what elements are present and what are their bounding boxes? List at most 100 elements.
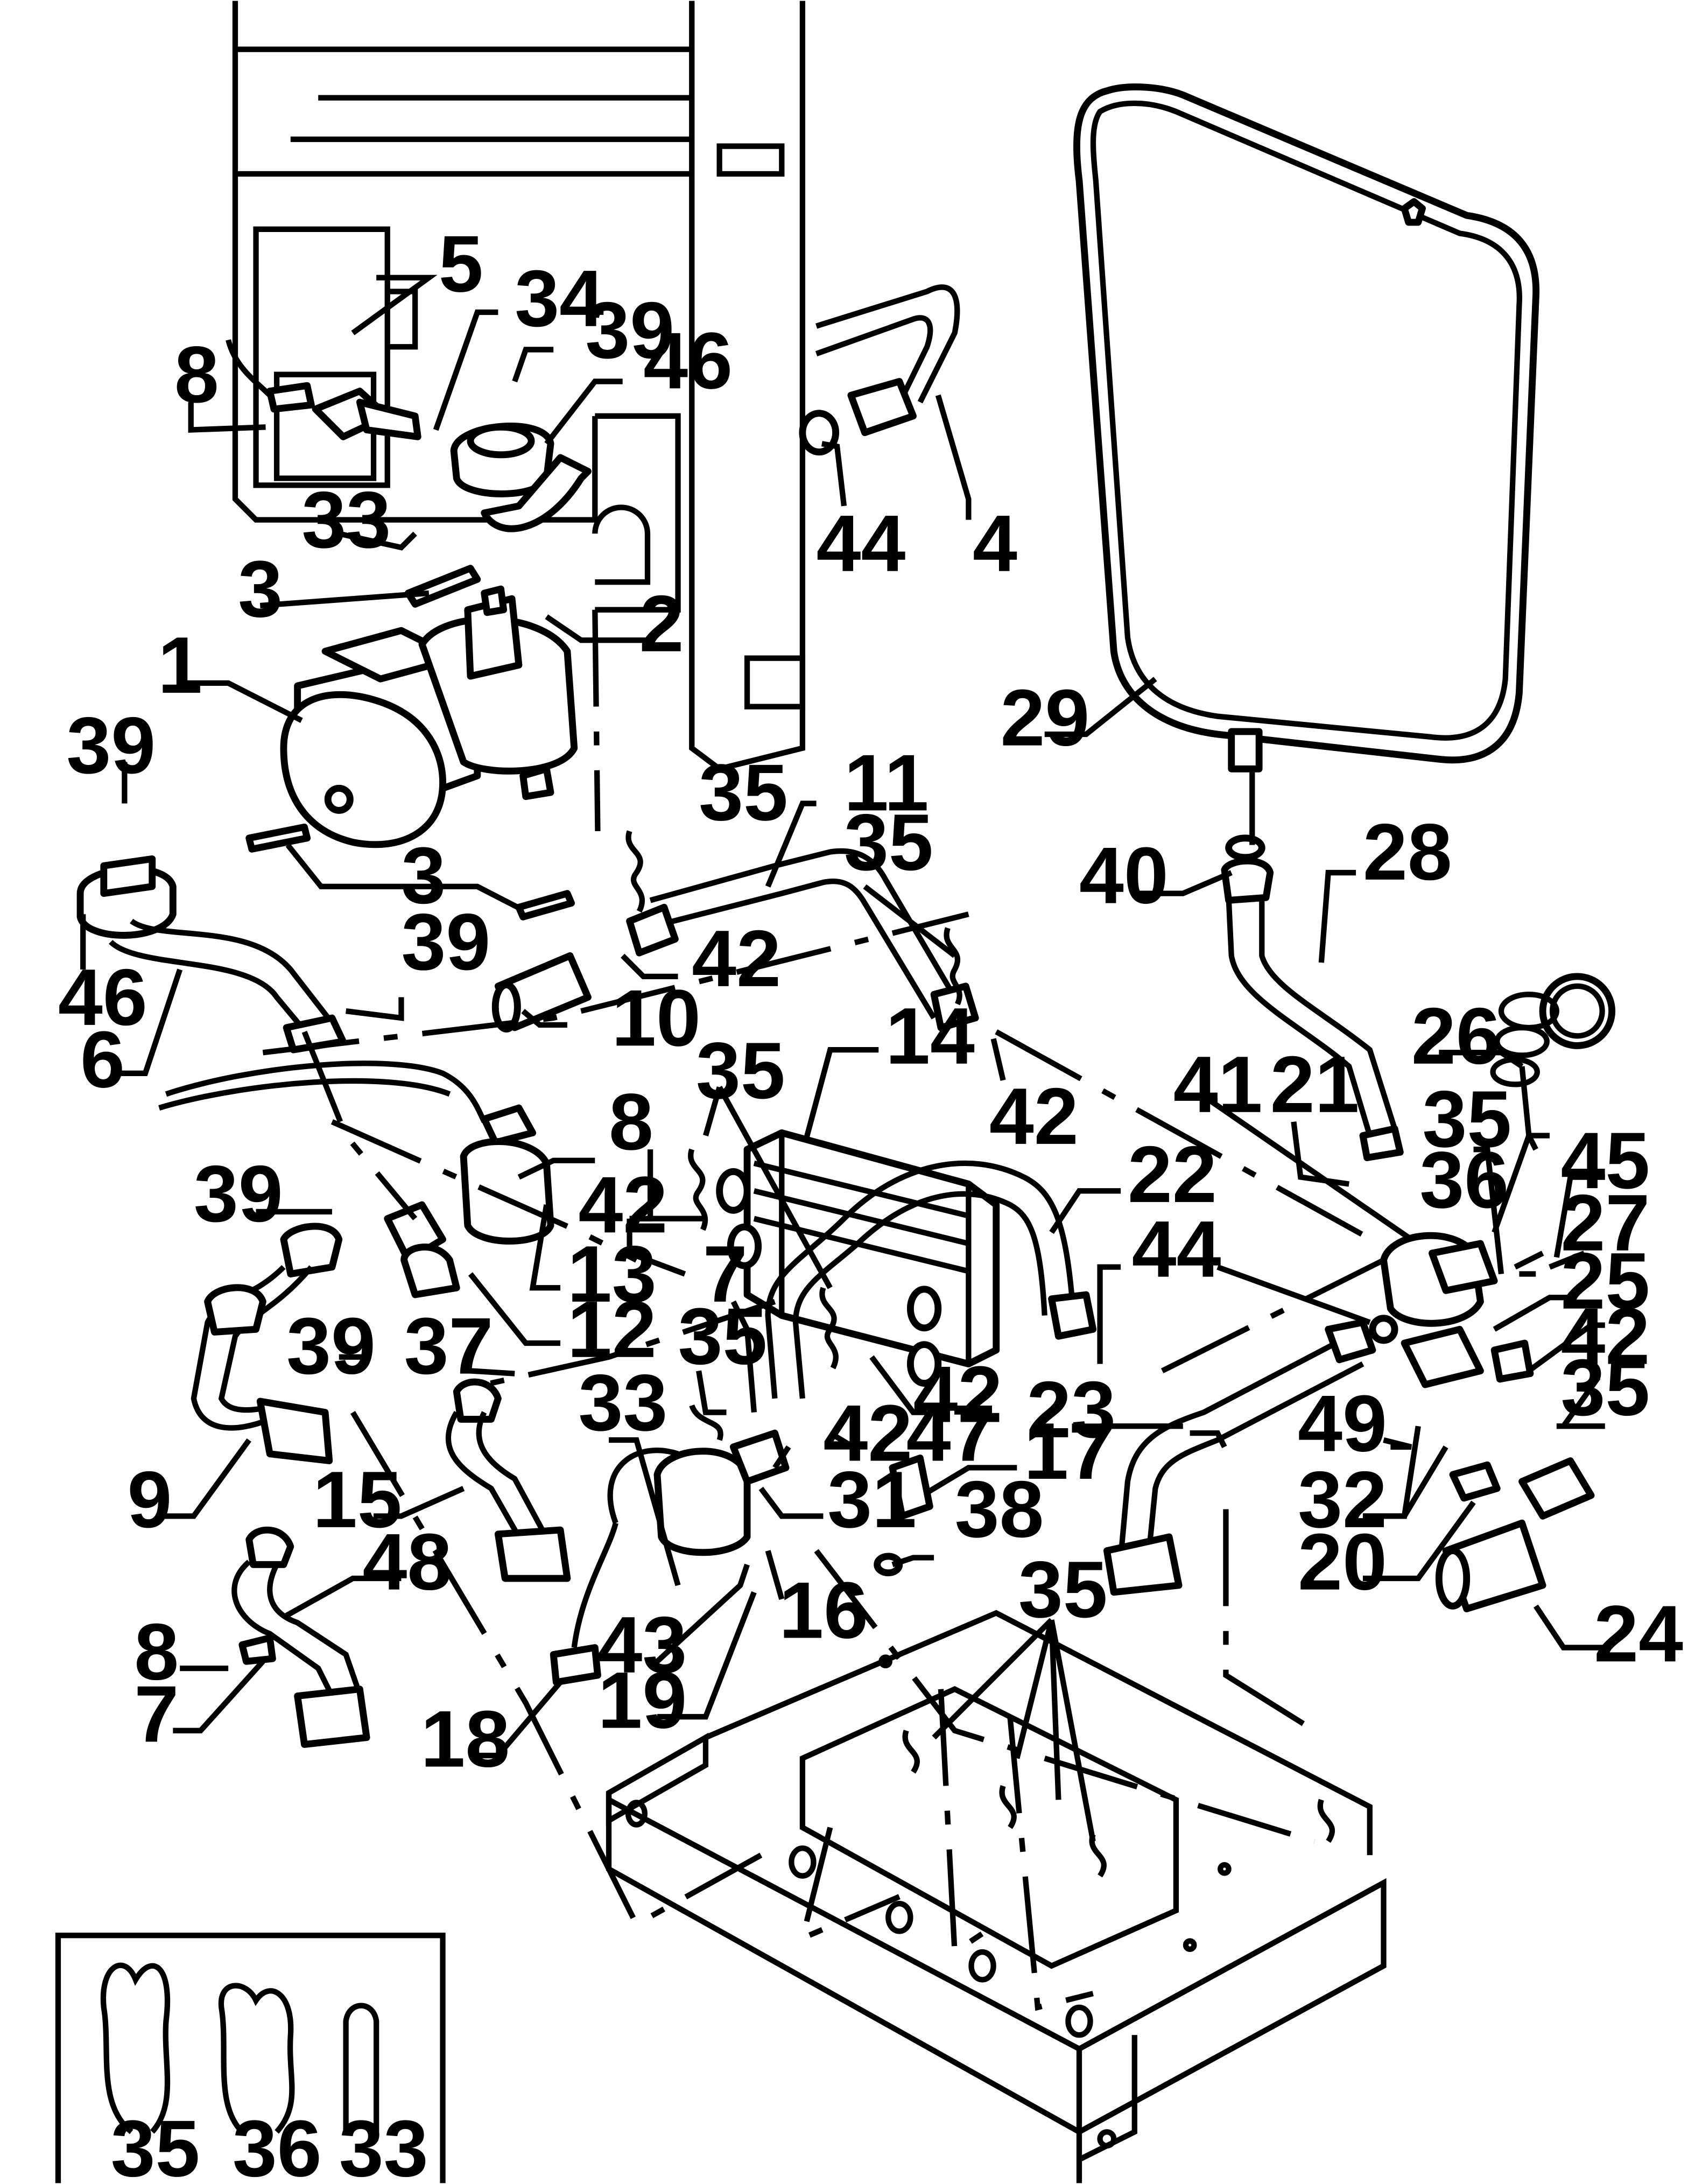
label-10: 10 [611, 973, 701, 1063]
label-37: 37 [404, 1301, 494, 1391]
legend-label-35: 35 [111, 2103, 200, 2184]
label-18: 18 [420, 1694, 510, 1784]
label-12: 12 [567, 1284, 657, 1374]
label-2: 2 [639, 579, 684, 669]
hose-4 [799, 284, 960, 456]
label-9: 9 [127, 1455, 172, 1544]
label-4: 4 [973, 498, 1017, 588]
label-44: 44 [1132, 1204, 1221, 1294]
label-39: 39 [66, 700, 156, 790]
label-44: 44 [817, 498, 906, 588]
label-25: 25 [1561, 1236, 1650, 1326]
label-42: 42 [1561, 1291, 1650, 1381]
manifold-25 [1369, 1232, 1534, 1388]
label-8: 8 [174, 329, 219, 419]
clip-33-icon [343, 2003, 379, 2132]
label-31: 31 [827, 1455, 917, 1544]
label-15: 15 [313, 1455, 402, 1544]
label-8: 8 [609, 1077, 653, 1167]
label-7: 7 [134, 1669, 179, 1759]
label-33: 33 [578, 1358, 667, 1448]
label-16: 16 [779, 1565, 868, 1655]
label-35: 35 [1422, 1074, 1511, 1164]
expansion-vessel [1073, 83, 1540, 773]
label-8: 8 [134, 1607, 179, 1697]
pipe-28 [1221, 834, 1404, 1162]
pipe-48 [231, 1526, 370, 1748]
label-35: 35 [844, 797, 933, 887]
label-42: 42 [823, 1388, 912, 1478]
heat-exchanger-14 [716, 1129, 1000, 1387]
callout-labels: 5 34 39 46 8 33 3 2 1 39 3 46 6 39 10 42… [58, 219, 1683, 2184]
label-35: 35 [1018, 1544, 1108, 1634]
label-5: 5 [439, 219, 483, 308]
clip-35-icon [100, 1962, 171, 2134]
clip-36-icon [218, 1983, 295, 2134]
label-35: 35 [699, 747, 788, 837]
label-42: 42 [578, 1160, 667, 1249]
label-36: 36 [1419, 1135, 1509, 1225]
pipe-15 [445, 1378, 571, 1582]
pipe-9 [191, 1223, 343, 1464]
label-24: 24 [1594, 1589, 1683, 1679]
fitting-46-top [450, 423, 592, 532]
label-19: 19 [597, 1655, 687, 1745]
label-42: 42 [989, 1071, 1079, 1161]
pipe-23 [1103, 1319, 1376, 1596]
wiring-harness [158, 1061, 537, 1146]
valve-block-31 [550, 1429, 790, 1686]
label-46: 46 [58, 952, 147, 1042]
label-39: 39 [194, 1149, 283, 1239]
circulation-pump [280, 585, 578, 848]
label-11: 11 [844, 738, 929, 827]
label-26: 26 [1411, 991, 1501, 1081]
label-27: 27 [1561, 1178, 1650, 1268]
label-20: 20 [1298, 1517, 1387, 1607]
label-39: 39 [585, 285, 674, 375]
label-49: 49 [1298, 1379, 1387, 1469]
label-46: 46 [643, 315, 733, 405]
clip-legend [55, 1933, 446, 2183]
label-47: 47 [906, 1388, 996, 1478]
label-3: 3 [401, 831, 446, 921]
label-21: 21 [1270, 1040, 1360, 1129]
label-1: 1 [158, 620, 202, 710]
label-29: 29 [1000, 673, 1089, 763]
label-14: 14 [885, 991, 975, 1081]
label-6: 6 [80, 1015, 125, 1105]
fitting-10 [491, 952, 592, 1033]
valve-24 [1435, 1457, 1595, 1613]
label-32: 32 [1298, 1455, 1387, 1544]
label-35: 35 [696, 1026, 785, 1115]
pipe-22 [765, 1160, 1097, 1399]
label-35: 35 [1561, 1343, 1650, 1432]
label-45: 45 [1561, 1115, 1650, 1205]
fitting-12-13 [384, 1138, 554, 1298]
assembly-lines [262, 609, 1385, 2011]
label-43: 43 [597, 1600, 687, 1690]
label-22: 22 [1128, 1129, 1217, 1219]
clips-35 [625, 830, 1605, 1878]
label-41: 41 [1173, 1040, 1263, 1129]
label-48: 48 [362, 1517, 452, 1607]
legend-label-33: 33 [339, 2103, 428, 2184]
label-42: 42 [913, 1350, 1003, 1439]
label-7: 7 [703, 1229, 748, 1319]
legend-label-36: 36 [233, 2103, 322, 2184]
label-13: 13 [567, 1229, 657, 1319]
label-42: 42 [692, 914, 781, 1003]
pipe-6 [76, 855, 347, 1054]
label-38: 38 [955, 1464, 1044, 1554]
label-33: 33 [301, 475, 391, 565]
label-23: 23 [1026, 1365, 1116, 1455]
leader-lines [80, 275, 1605, 1842]
label-34: 34 [515, 254, 604, 343]
pressure-gauge-26 [1490, 973, 1616, 1087]
label-17: 17 [1024, 1406, 1113, 1496]
label-35: 35 [678, 1291, 768, 1381]
sensor-5 [226, 339, 421, 440]
label-28: 28 [1363, 807, 1452, 897]
label-39: 39 [286, 1301, 376, 1391]
label-40: 40 [1079, 831, 1169, 921]
